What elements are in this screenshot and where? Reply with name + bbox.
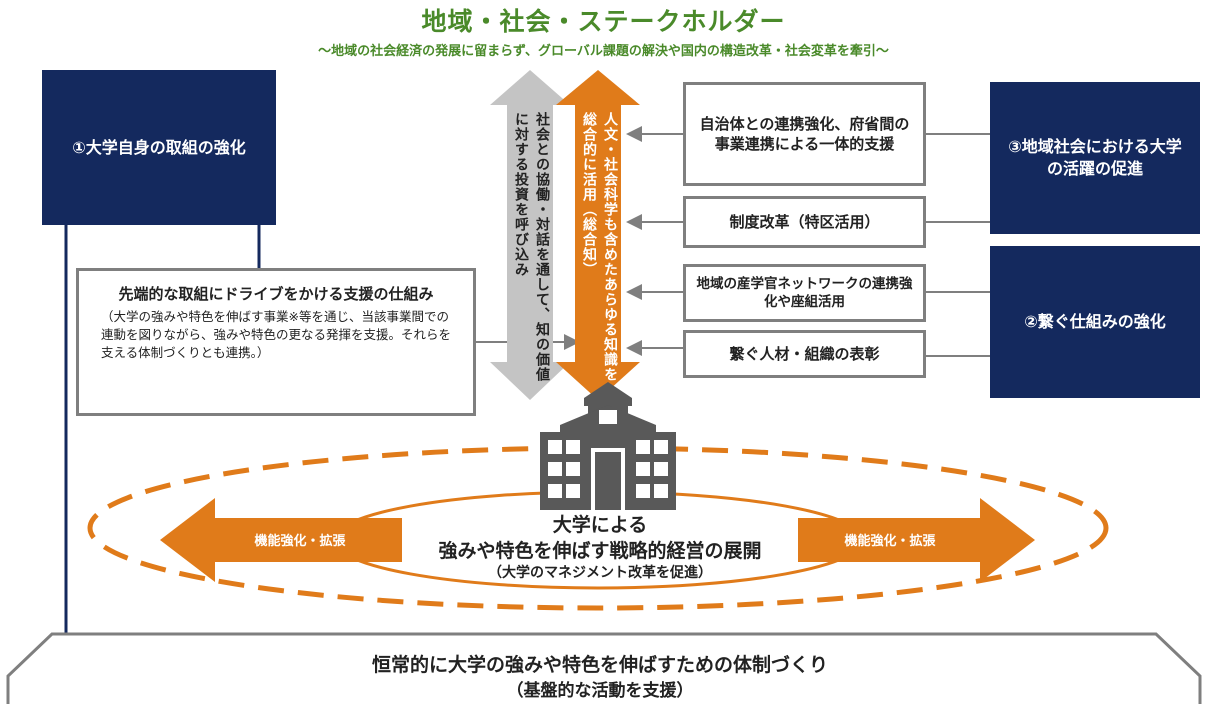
- gray-arrow-text: 社会との協働・対話を通して、知の価値に対する投資を呼び込み: [513, 112, 550, 382]
- right-item-municipal-cooperation: 自治体との連携強化、府省間の事業連携による一体的支援: [683, 82, 926, 186]
- gray-double-arrow: [490, 70, 570, 400]
- regional-activity-box: ③地域社会における大学の活躍の促進: [990, 82, 1200, 234]
- foundation-line-2: （基盤的な活動を支援）: [506, 681, 694, 701]
- right-item-institutional-reform: 制度改革（特区活用）: [683, 196, 926, 248]
- left-expand-arrow: [160, 498, 402, 582]
- foundation-line-1: 恒常的に大学の強みや特色を伸ばすための体制づくり: [371, 654, 828, 676]
- center-line-3: （大学のマネジメント改革を促進）: [488, 565, 712, 581]
- center-line-2: 強みや特色を伸ばす戦略的経営の展開: [438, 540, 762, 562]
- foundation-outline: [6, 632, 1202, 704]
- right-expand-arrow: [798, 498, 1035, 582]
- diagram-title: 地域・社会・ステークホルダー: [421, 7, 786, 36]
- center-line-1: 大学による: [552, 514, 648, 536]
- support-body: （大学の強みや特色を伸ばす事業※等を通じ、当該事業間での連動を図りながら、強みや…: [101, 309, 452, 361]
- right-item-network: 地域の産学官ネットワークの連携強化や座組活用: [683, 264, 926, 322]
- support-mechanism-box: 先端的な取組にドライブをかける支援の仕組み （大学の強みや特色を伸ばす事業※等を…: [76, 268, 476, 416]
- right-item-award: 繋ぐ人材・組織の表彰: [683, 330, 926, 378]
- university-initiative-box: ①大学自身の取組の強化: [42, 70, 276, 225]
- orange-double-arrow: [556, 70, 640, 400]
- diagram-subtitle: ～地域の社会経済の発展に留まらず、グローバル課題の解決や国内の構造改革・社会変革…: [318, 44, 889, 59]
- linking-mechanism-box: ②繋ぐ仕組みの強化: [990, 246, 1200, 398]
- right-arrow-label: 機能強化・拡張: [844, 534, 936, 549]
- orange-arrow-text: 人文・社会科学も含めたあらゆる知識を総合的に活用（総合知）: [581, 112, 618, 382]
- support-title: 先端的な取組にドライブをかける支援の仕組み: [118, 285, 434, 303]
- left-arrow-label: 機能強化・拡張: [254, 534, 346, 549]
